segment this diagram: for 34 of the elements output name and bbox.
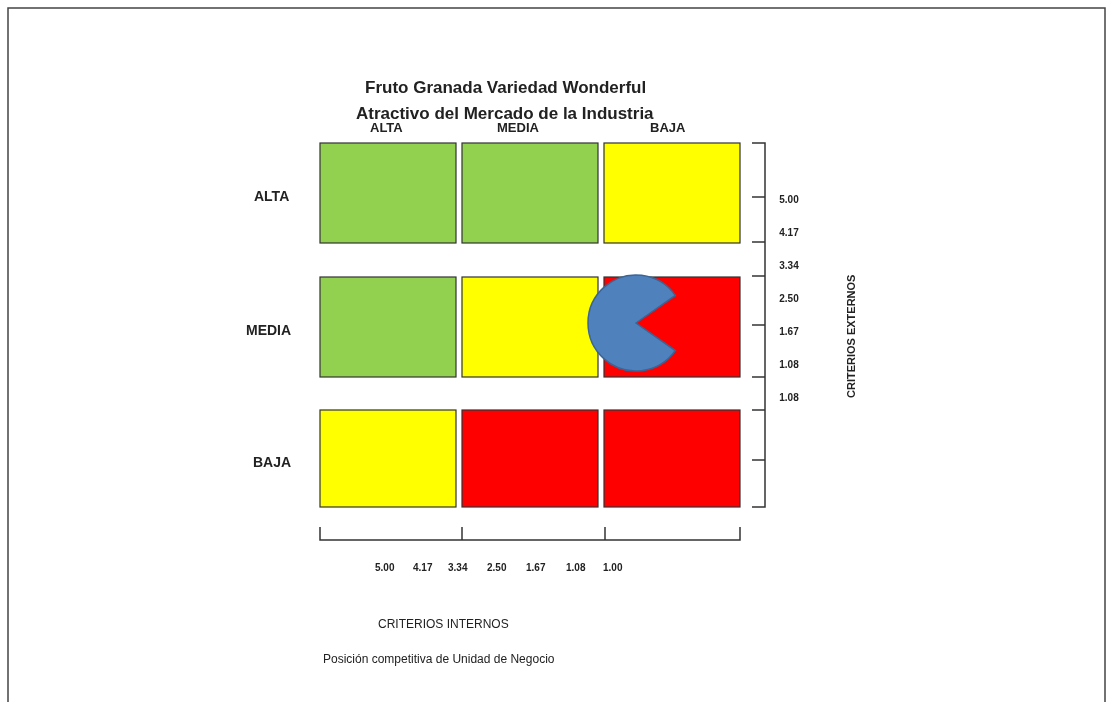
row-header: MEDIA [246, 322, 292, 338]
scale-value: 2.50 [487, 562, 507, 573]
row-header: ALTA [254, 188, 290, 204]
matrix-cell [461, 409, 599, 508]
matrix-cell [461, 142, 599, 244]
scale-value: 1.67 [526, 562, 546, 573]
axis-title: CRITERIOS INTERNOS [378, 617, 509, 631]
scale-value: 1.08 [778, 391, 800, 404]
row-header: BAJA [253, 454, 292, 470]
chart-title: Fruto Granada Variedad Wonderful [365, 78, 647, 98]
scale-value: 5.00 [778, 193, 800, 206]
matrix-cell [461, 276, 599, 378]
column-header: BAJA [650, 120, 686, 135]
scale-value: 4.17 [778, 226, 800, 239]
axis-title: CRITERIOS EXTERNOS [845, 274, 857, 398]
matrix-cell [603, 142, 741, 244]
scale-value: 1.08 [566, 562, 586, 573]
column-header: ALTA [370, 120, 403, 135]
axis-title: Atractivo del Mercado de la Industria [356, 104, 654, 123]
matrix-cell [319, 142, 457, 244]
scale-value: 4.17 [413, 562, 433, 573]
scale-value: 5.00 [375, 562, 395, 573]
scale-value: 1.67 [778, 325, 800, 338]
matrix-cell [603, 409, 741, 508]
matrix-cell [319, 409, 457, 508]
scale-value: 1.08 [778, 358, 800, 371]
pie-marker [587, 274, 677, 372]
scale-value: 2.50 [778, 292, 800, 305]
column-header: MEDIA [497, 120, 539, 135]
scale-value: 3.34 [778, 259, 800, 272]
matrix-cell [319, 276, 457, 378]
axis-subtitle: Posición competitiva de Unidad de Negocio [323, 652, 555, 666]
scale-value: 3.34 [448, 562, 468, 573]
scale-value: 1.00 [603, 562, 623, 573]
